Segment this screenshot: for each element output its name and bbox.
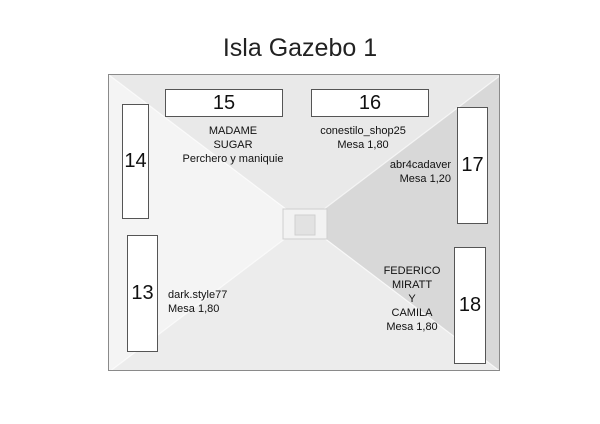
stand-15-number: 15 <box>212 91 236 114</box>
stand-13-line-1: dark.style77 <box>168 289 228 301</box>
stand-17-line-2: Mesa 1,20 <box>399 173 451 185</box>
stand-13-label: dark.style77 Mesa 1,80 <box>168 288 268 316</box>
stand-15-box: 15 <box>165 89 283 117</box>
stand-13-box: 13 <box>127 235 158 352</box>
stand-18-number: 18 <box>458 294 482 316</box>
gazebo-floor-plan: 14 15 MADAME SUGAR Perchero y maniquie 1… <box>108 74 500 371</box>
stand-16-box: 16 <box>311 89 429 117</box>
stand-15-line-1: MADAME <box>208 125 258 137</box>
stand-18-line-4: CAMILA <box>391 307 433 319</box>
stand-18-line-5: Mesa 1,80 <box>386 321 438 333</box>
stand-16-number: 16 <box>358 91 382 114</box>
stand-16-label: conestilo_shop25 Mesa 1,80 <box>303 124 423 152</box>
stand-18-box: 18 <box>454 247 486 364</box>
stand-13-number: 13 <box>131 282 154 304</box>
stand-17-number: 17 <box>461 154 484 176</box>
page-title: Isla Gazebo 1 <box>222 34 378 62</box>
stand-14-number: 14 <box>124 150 147 172</box>
stand-16-line-1: conestilo_shop25 <box>320 125 406 137</box>
stand-15-line-3: Perchero y maniquie <box>182 153 284 165</box>
stand-17-line-1: abr4cadaver <box>389 159 451 171</box>
stand-15-line-2: SUGAR <box>213 139 253 151</box>
stand-18-line-2: MIRATT <box>391 279 433 291</box>
stand-18-line-3: Y <box>408 293 416 305</box>
stand-17-label: abr4cadaver Mesa 1,20 <box>349 158 451 186</box>
stand-15-label: MADAME SUGAR Perchero y maniquie <box>173 124 293 166</box>
stand-14-box: 14 <box>122 104 149 219</box>
stand-18-label: FEDERICO MIRATT Y CAMILA Mesa 1,80 <box>375 264 449 334</box>
stand-18-line-1: FEDERICO <box>383 265 441 277</box>
stand-17-box: 17 <box>457 107 488 224</box>
stand-16-line-2: Mesa 1,80 <box>337 139 389 151</box>
stand-13-line-2: Mesa 1,80 <box>168 303 220 315</box>
